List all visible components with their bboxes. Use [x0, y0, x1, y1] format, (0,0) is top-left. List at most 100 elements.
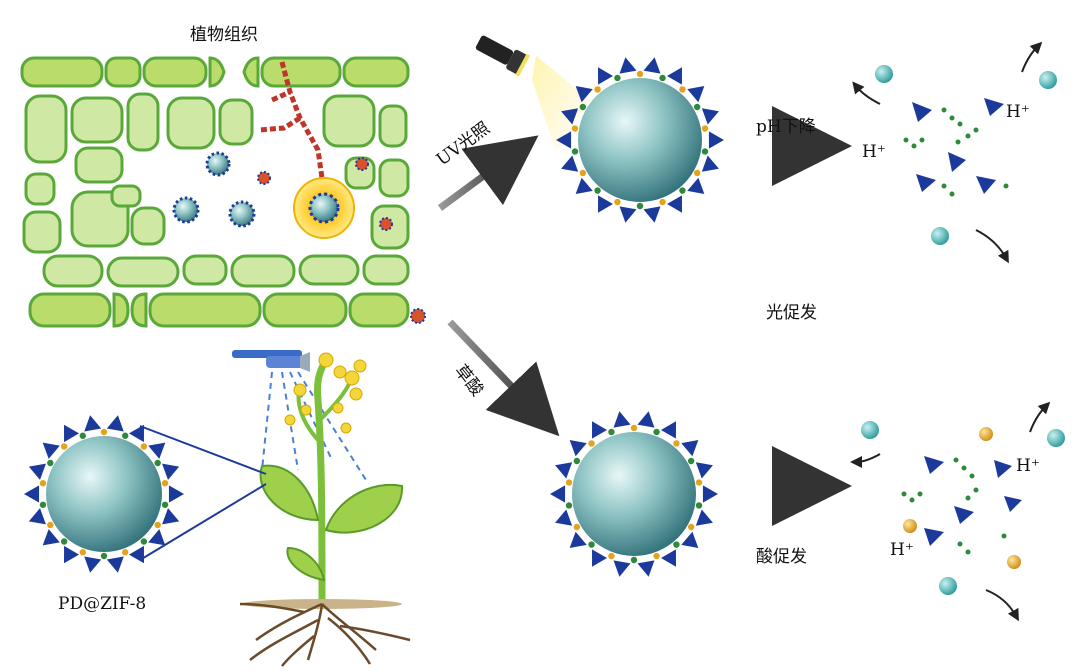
vascular-channel	[259, 61, 325, 179]
shell-triangle	[64, 545, 79, 564]
ligand-dot	[608, 552, 615, 560]
ligand-dot	[594, 187, 601, 194]
ligand-dot	[695, 502, 703, 509]
label-h-plus-1: H⁺	[862, 142, 886, 162]
shell-triangle	[637, 560, 655, 577]
particle-core	[578, 78, 702, 202]
particle-in-glow	[308, 192, 340, 224]
ligand-dot	[579, 103, 587, 111]
plant-tissue-diagram	[20, 56, 426, 328]
shell-triangle	[162, 463, 180, 480]
ligand-dot	[653, 428, 660, 436]
shell-triangle	[148, 529, 166, 546]
plant-roots	[239, 602, 411, 667]
shell-triangle	[42, 442, 60, 459]
ligand-dot	[571, 125, 579, 132]
ligand-dot	[573, 523, 581, 531]
lower-epidermis	[28, 292, 410, 328]
ligand-dot	[122, 432, 129, 439]
ligand-dot	[122, 549, 129, 556]
sprayer-icon	[232, 350, 310, 372]
shell-triangle	[28, 508, 46, 525]
ligand-dot	[39, 480, 47, 487]
ligand-dot	[60, 538, 68, 545]
shell-triangle	[701, 108, 719, 125]
label-photo-triggered: 光促发	[766, 303, 817, 323]
shell-triangle	[592, 421, 607, 439]
shell-triangle	[701, 155, 719, 172]
shell-triangle	[695, 509, 713, 526]
shell-triangle	[643, 206, 661, 223]
upper-epidermis	[20, 56, 410, 88]
shell-triangle	[28, 463, 46, 480]
ligand-dot	[571, 148, 579, 155]
ligand-dot	[693, 103, 701, 111]
label-ph-drop: pH下降	[756, 117, 816, 137]
particle-core	[46, 436, 162, 552]
plant-leaf-right	[324, 483, 404, 534]
shell-triangle	[148, 442, 166, 459]
nanoparticle-icon	[24, 415, 184, 573]
ligand-dot	[673, 541, 680, 548]
uv-arrow	[437, 135, 539, 211]
ligand-dot	[701, 125, 709, 132]
shell-triangle	[106, 556, 124, 573]
shell-triangle	[64, 424, 79, 443]
ligand-dot	[588, 541, 595, 548]
flashlight-icon	[475, 35, 590, 152]
shell-triangle	[667, 67, 682, 85]
shell-triangle	[661, 421, 676, 439]
ligand-dot	[79, 432, 86, 439]
ligand-dot	[614, 74, 621, 82]
shell-triangle	[569, 440, 587, 457]
shell-triangle	[569, 531, 587, 548]
shell-triangle	[613, 411, 631, 428]
ligand-dot	[608, 428, 615, 436]
ligand-dot	[161, 501, 169, 508]
ligand-dot	[636, 202, 644, 210]
shell-triangle	[592, 549, 607, 567]
ligand-dot	[60, 443, 68, 450]
shell-triangle	[681, 440, 699, 457]
ligand-dot	[659, 198, 666, 206]
shell-triangle	[619, 57, 637, 74]
shell-triangle	[168, 485, 184, 503]
shell-triangle	[129, 424, 144, 443]
shell-triangle	[575, 86, 593, 103]
label-particle-name: PD@ZIF-8	[58, 594, 147, 614]
ligand-dot	[588, 440, 595, 447]
acid-release-cluster	[850, 401, 1065, 622]
canola-plant-icon	[232, 350, 411, 667]
ligand-dot	[687, 523, 695, 531]
label-h-plus-3: H⁺	[1016, 456, 1040, 476]
ligand-dot	[79, 549, 86, 556]
plant-leaf-left	[259, 464, 320, 522]
photo-release-cluster	[852, 41, 1057, 264]
ligand-dot	[47, 521, 54, 529]
ligand-dot	[565, 502, 573, 509]
ligand-dot	[653, 552, 660, 560]
ligand-dot	[39, 501, 47, 508]
shell-triangle	[561, 155, 579, 172]
shell-triangle	[598, 195, 613, 213]
shell-triangle	[84, 415, 102, 432]
ligand-dot	[630, 424, 638, 432]
shell-triangle	[84, 556, 102, 573]
ligand-dot	[579, 169, 587, 177]
ligand-dot	[161, 480, 169, 487]
spongy-cells	[42, 254, 410, 288]
shell-triangle	[619, 206, 637, 223]
particle-core	[572, 432, 696, 556]
ligand-dot	[636, 70, 644, 78]
ligand-dot	[673, 440, 680, 447]
label-h-plus-2: H⁺	[1006, 102, 1030, 122]
nanoparticle-icon	[556, 57, 724, 223]
mesophyll-cells	[22, 92, 410, 254]
label-plant-tissue: 植物组织	[190, 25, 258, 45]
shell-triangle	[555, 462, 573, 479]
ligand-dot	[679, 187, 686, 194]
ligand-dot	[594, 86, 601, 93]
plant-flowers	[284, 352, 367, 434]
shell-triangle	[667, 195, 682, 213]
